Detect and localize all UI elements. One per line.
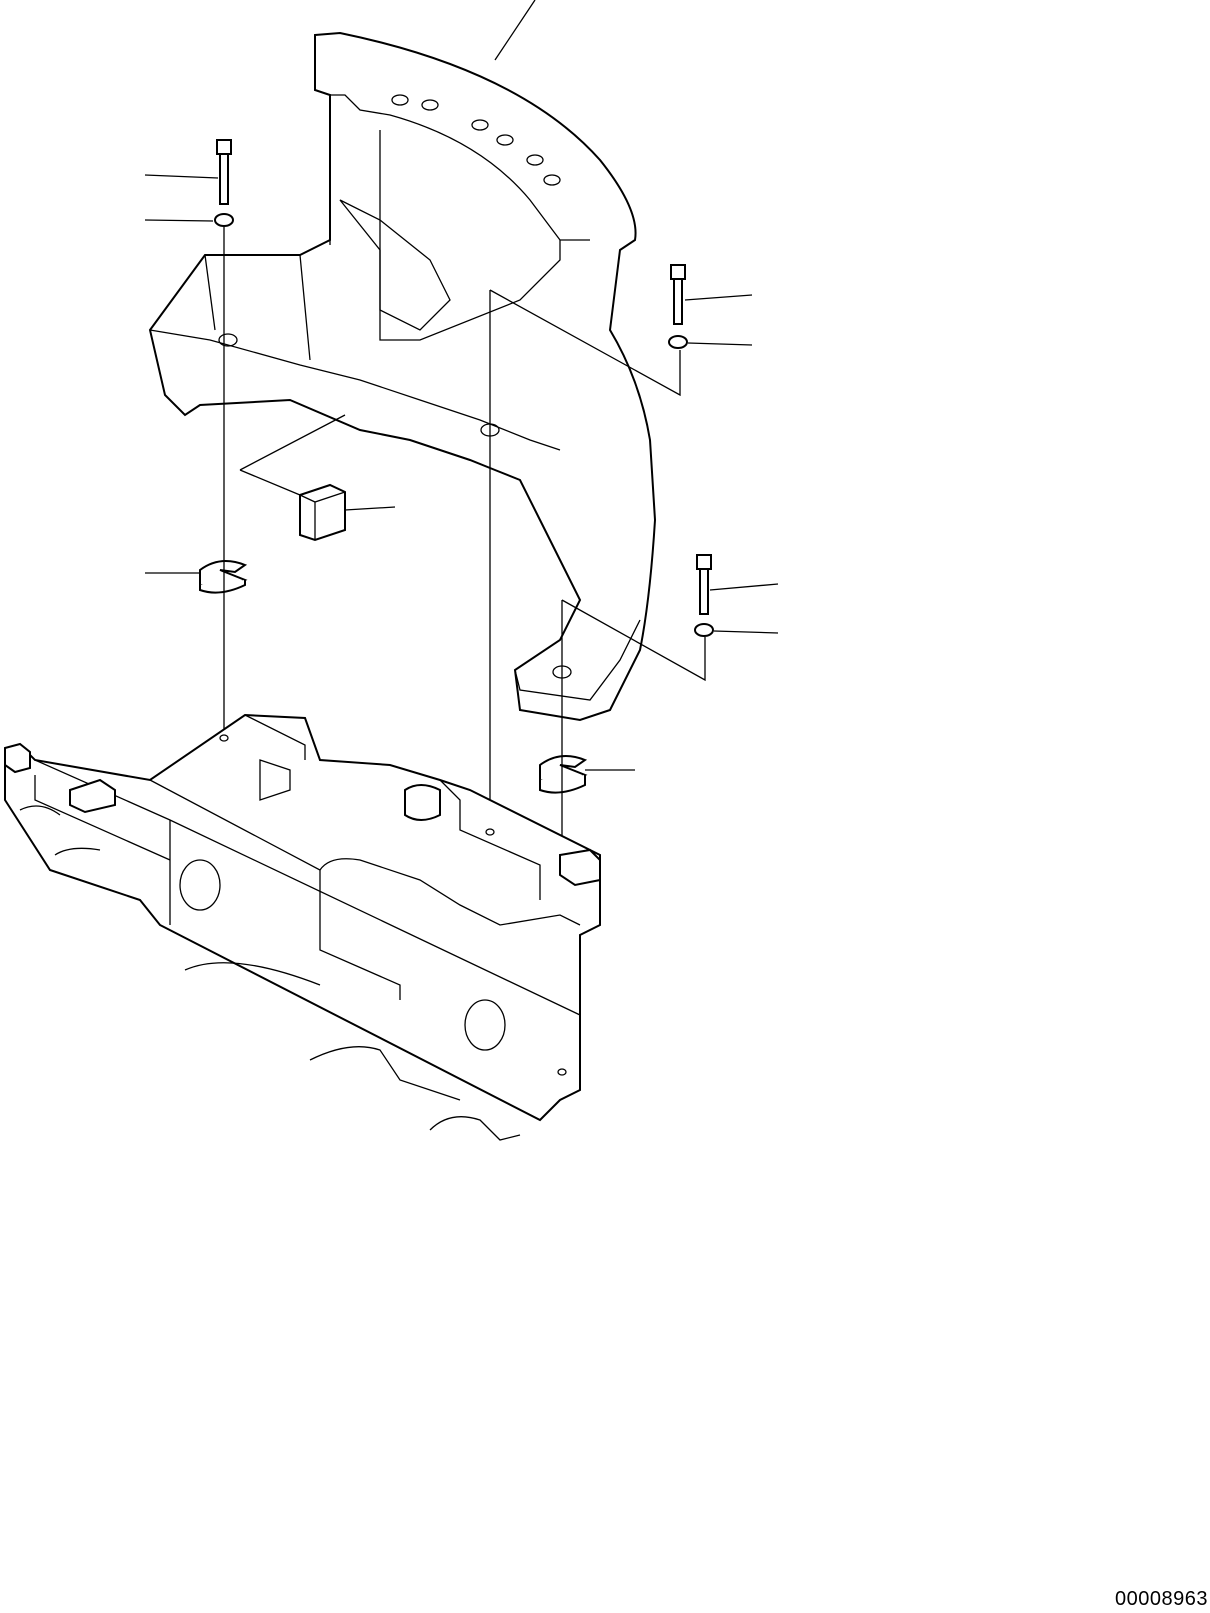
pivot-boss bbox=[404, 784, 441, 821]
bolt-right-upper bbox=[670, 264, 753, 325]
bolt-right-lower bbox=[696, 554, 779, 615]
counterweight bbox=[148, 31, 657, 722]
washer-right-lower bbox=[694, 623, 779, 637]
bolt-left bbox=[144, 139, 232, 205]
figure-id: 00008963 bbox=[1115, 1588, 1208, 1610]
frame-hole-left bbox=[179, 859, 221, 911]
shim-left bbox=[145, 560, 248, 594]
leader-counterweight bbox=[494, 0, 536, 61]
stopper-block bbox=[239, 414, 396, 542]
washer-left bbox=[144, 213, 234, 227]
shim-right bbox=[539, 755, 635, 794]
revolving-frame bbox=[4, 713, 601, 1141]
frame-hole-right bbox=[464, 999, 506, 1051]
mount-hole-left bbox=[218, 333, 238, 347]
washer-right-upper bbox=[668, 335, 753, 349]
